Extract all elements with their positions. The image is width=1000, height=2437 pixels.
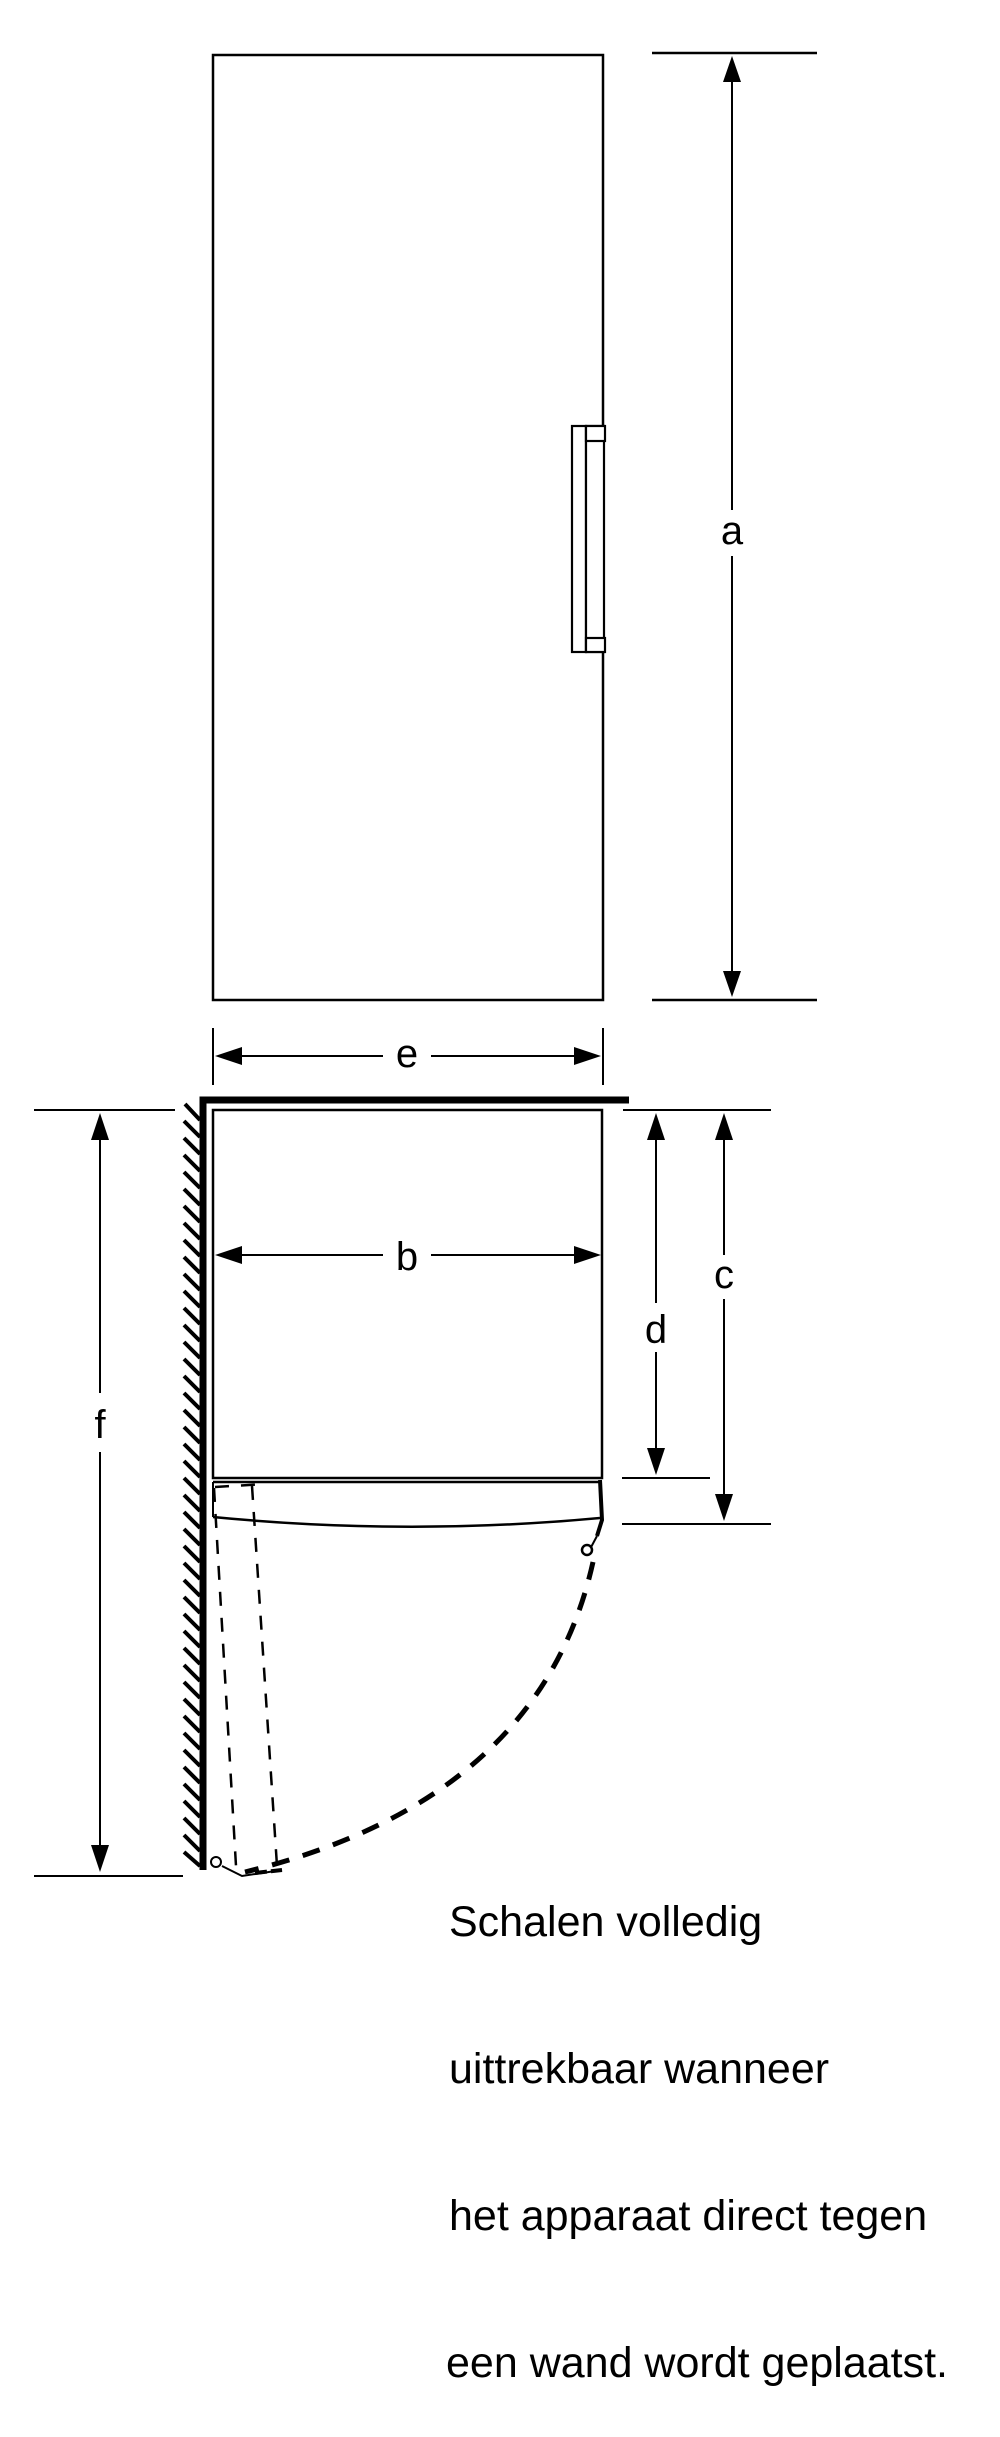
dimension-c: c	[714, 1113, 734, 1521]
front-view: a	[211, 51, 817, 1002]
door-handle	[570, 424, 607, 654]
note-line-4: een wand wordt geplaatst.	[446, 2339, 948, 2387]
label-e: e	[396, 1032, 418, 1076]
installation-note: Schalen volledig uittrekbaar wanneer het…	[446, 1800, 948, 2437]
dimension-d: d	[645, 1113, 667, 1475]
dimension-f: f	[34, 1109, 183, 1877]
label-f: f	[94, 1403, 106, 1447]
label-a: a	[721, 509, 744, 553]
dimension-b: b	[215, 1235, 601, 1279]
note-line-2: uittrekbaar wanneer	[449, 2045, 830, 2093]
appliance-front-body	[211, 53, 605, 1002]
note-line-1: Schalen volledig	[449, 1898, 763, 1946]
dimension-e: e	[212, 1028, 604, 1085]
door-open-outline	[212, 1482, 279, 1867]
label-b: b	[396, 1235, 418, 1279]
label-d: d	[645, 1308, 667, 1352]
door-closed	[212, 1479, 605, 1557]
hinge-left	[210, 1856, 222, 1868]
hinge-right	[580, 1543, 594, 1557]
label-c: c	[714, 1253, 734, 1297]
wall	[199, 1096, 629, 1870]
dimension-a: a	[652, 51, 817, 1002]
installation-diagram: a e	[34, 51, 817, 1878]
top-view: b d c f	[34, 1096, 771, 1878]
wall-hatching	[182, 1102, 202, 1868]
note-line-3: het apparaat direct tegen	[449, 2192, 928, 2240]
door-swing-arc	[244, 1561, 596, 1875]
appliance-top-body	[211, 1108, 604, 1480]
